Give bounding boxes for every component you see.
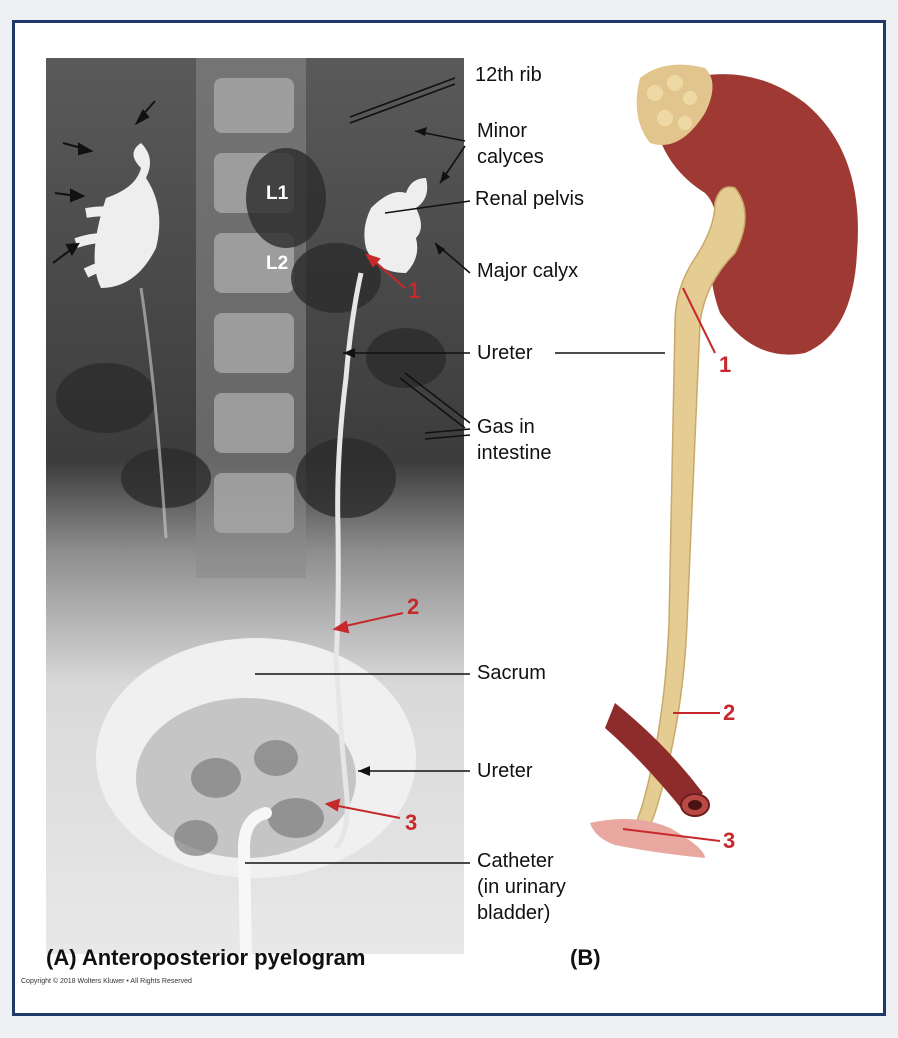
drawing-marker-2: 2 — [723, 700, 736, 725]
xray-graphic — [46, 58, 464, 954]
label-ureter-lower: Ureter — [477, 760, 533, 782]
figure-frame: L1 L2 — [12, 20, 886, 1016]
adrenal-gland-shape — [636, 64, 713, 145]
label-catheter-line2: (in urinary — [477, 876, 566, 898]
copyright-notice: Copyright © 2018 Wolters Kluwer • All Ri… — [21, 978, 192, 985]
label-gas-in-intestine-line1: Gas in — [477, 416, 535, 438]
label-renal-pelvis: Renal pelvis — [475, 188, 584, 210]
vertebra-label-l1: L1 — [266, 183, 289, 204]
iliac-vessel-shape — [605, 703, 703, 813]
caption-panel-a: (A) Anteroposterior pyelogram — [46, 945, 366, 970]
label-gas-in-intestine-line2: intestine — [477, 442, 552, 464]
label-catheter-line3: bladder) — [477, 902, 551, 924]
drawing-marker-3: 3 — [723, 828, 736, 853]
xray-marker-2: 2 — [407, 594, 420, 619]
label-sacrum: Sacrum — [477, 662, 546, 684]
xray-marker-1: 1 — [408, 278, 421, 303]
label-minor-calyces-line2: calyces — [477, 146, 544, 168]
label-major-calyx: Major calyx — [477, 260, 579, 282]
leader-lines-and-illustration — [52, 64, 858, 864]
bladder-wall-shape — [590, 819, 705, 858]
drawing-marker-1: 1 — [719, 352, 732, 377]
vertebra-label-l2: L2 — [266, 253, 289, 274]
kidney-shape — [655, 74, 858, 355]
ureter-shape — [631, 186, 746, 834]
pyelogram-image: L1 L2 — [46, 58, 464, 954]
xray-marker-3: 3 — [405, 810, 418, 835]
label-ureter-upper: Ureter — [477, 342, 533, 364]
label-catheter-line1: Catheter — [477, 850, 554, 872]
label-12th-rib: 12th rib — [475, 64, 542, 86]
label-minor-calyces-line1: Minor — [477, 120, 528, 142]
caption-panel-b: (B) — [570, 945, 601, 970]
